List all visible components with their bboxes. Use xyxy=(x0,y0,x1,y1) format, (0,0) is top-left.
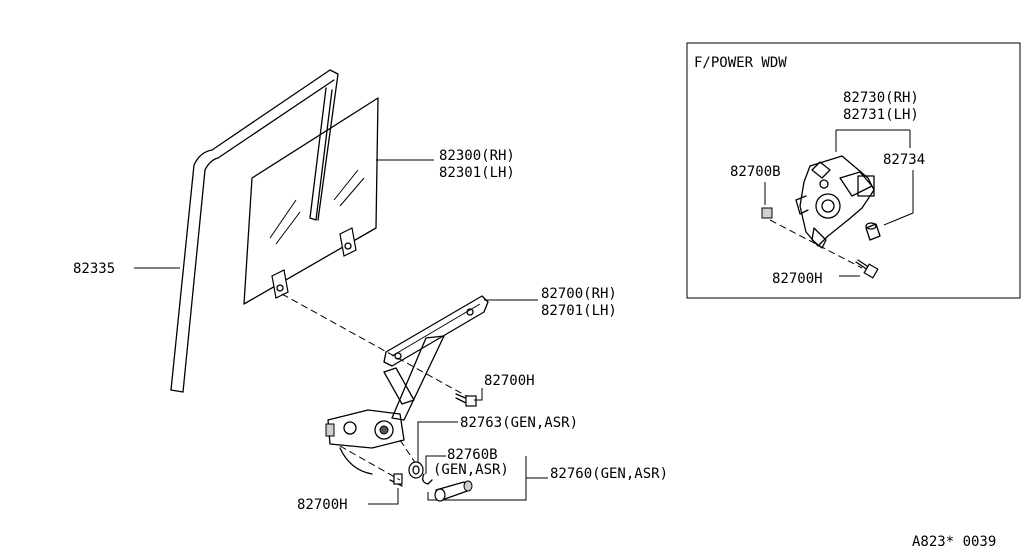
footer-code: A823* 0039 xyxy=(912,534,996,550)
regulator-base xyxy=(327,409,405,449)
label-run-channel: 82335 xyxy=(73,261,115,277)
rail-rivet-1 xyxy=(394,352,402,360)
motor-housing xyxy=(799,155,875,247)
inset-dash-line xyxy=(769,219,863,269)
dash-glass-to-regulator xyxy=(281,293,471,399)
run-channel-end xyxy=(170,389,184,393)
label-regulator-lh: 82701(LH) xyxy=(541,303,617,319)
label-glass-rh: 82300(RH) xyxy=(439,148,515,164)
glass-bracket-right xyxy=(339,227,357,257)
bolt-inset-82700h xyxy=(855,259,879,279)
door-glass-82300 xyxy=(243,97,379,305)
leader-82734 xyxy=(883,170,914,226)
label-bolt-upper: 82700H xyxy=(484,373,535,389)
glass-reflection-4 xyxy=(339,177,365,207)
rail-rivet-2 xyxy=(466,308,474,316)
cap-82734 xyxy=(865,222,881,241)
inset-panel: F/POWER WDW 82730(RH) 82731(LH) 82734 82… xyxy=(686,42,1021,299)
handle-82760 xyxy=(434,480,473,502)
motor-gear-inner xyxy=(821,199,835,213)
dash-base-to-bolt xyxy=(339,445,401,481)
regulator-pivot xyxy=(374,420,394,440)
power-window-motor xyxy=(795,155,875,249)
clip-82700b xyxy=(761,207,773,219)
leader-bolt-lower xyxy=(368,488,399,505)
label-glass-lh: 82301(LH) xyxy=(439,165,515,181)
motor-tab xyxy=(795,195,809,215)
inset-border xyxy=(686,42,1021,299)
motor-bracket-top xyxy=(811,161,831,179)
motor-gear-outer xyxy=(815,193,841,219)
run-channel-divider xyxy=(309,87,333,221)
run-channel-outer xyxy=(170,69,339,391)
regulator-82700 xyxy=(325,295,489,475)
dash-base-to-washer xyxy=(399,439,421,471)
glass-reflection-2 xyxy=(275,211,301,245)
motor-top-face xyxy=(839,171,873,197)
motor-boss xyxy=(819,179,829,189)
regulator-spring-arc xyxy=(339,447,373,475)
clip-82760b xyxy=(422,473,433,485)
regulator-pivot-center xyxy=(379,425,389,435)
label-inset-82700h: 82700H xyxy=(772,271,823,287)
glass-bracket-left xyxy=(271,269,289,299)
regulator-gear xyxy=(343,421,357,435)
label-motor-rh: 82730(RH) xyxy=(843,90,919,106)
washer-82763 xyxy=(408,461,424,479)
motor-connector xyxy=(857,175,875,197)
leader-82763 xyxy=(417,421,458,462)
label-82700b: 82700B xyxy=(730,164,781,180)
glass-bracket-left-hole xyxy=(276,284,284,292)
bolt-upper-82700h xyxy=(455,393,477,407)
run-channel-inner xyxy=(182,79,335,393)
glass-panel xyxy=(243,97,379,305)
leader-motor xyxy=(835,129,911,152)
leader-bolt-upper xyxy=(474,388,483,401)
run-channel-82335 xyxy=(170,69,339,393)
regulator-rail xyxy=(383,295,489,367)
regulator-arm-upper xyxy=(391,335,445,421)
inset-title: F/POWER WDW xyxy=(694,55,787,71)
regulator-arm-lower xyxy=(383,367,415,405)
label-82760b: 82760B xyxy=(447,447,498,463)
label-82760b-sub: (GEN,ASR) xyxy=(433,462,509,478)
motor-bracket-bottom xyxy=(811,227,827,249)
regulator-mount xyxy=(325,423,335,437)
glass-bracket-right-hole xyxy=(344,242,352,250)
label-82763: 82763(GEN,ASR) xyxy=(460,415,578,431)
label-82760: 82760(GEN,ASR) xyxy=(550,466,668,482)
label-bolt-lower: 82700H xyxy=(297,497,348,513)
glass-reflection-1 xyxy=(269,199,297,239)
glass-reflection-3 xyxy=(333,169,359,201)
label-regulator-rh: 82700(RH) xyxy=(541,286,617,302)
regulator-rail-groove xyxy=(391,303,481,357)
label-82734: 82734 xyxy=(883,152,925,168)
label-motor-lh: 82731(LH) xyxy=(843,107,919,123)
